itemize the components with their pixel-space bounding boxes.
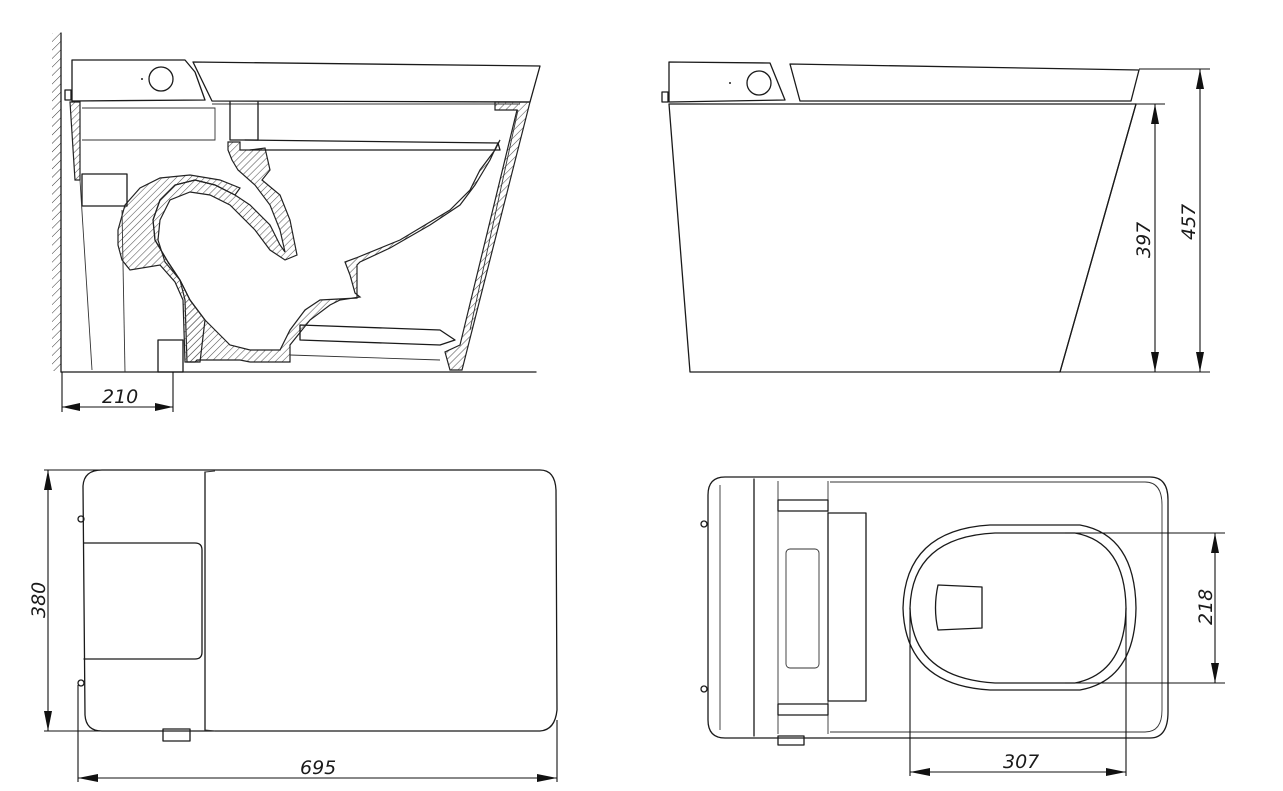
raised-lid (827, 512, 867, 702)
body-shell-right (444, 101, 531, 371)
hinge-bottom (777, 703, 829, 716)
drain-outlet (157, 339, 184, 373)
seat-ring (229, 101, 259, 141)
side-wall-bracket (661, 91, 669, 103)
open-hinge-top-icon (700, 520, 708, 528)
side-body-front-edge (1059, 103, 1137, 373)
side-tank-cover (668, 61, 786, 103)
trapway (152, 139, 501, 363)
side-view: 397 457 (661, 61, 1210, 373)
side-control-knob-icon (746, 70, 772, 96)
dimension-218: 218 (1065, 532, 1225, 684)
dimension-307: 307 (909, 608, 1127, 776)
dim-307-label: 307 (1003, 751, 1039, 773)
tank-rod (121, 209, 126, 373)
control-knob-icon (148, 66, 174, 92)
tank-lid-divider-tick-top (204, 470, 216, 473)
dimension-457: 457 (1139, 68, 1210, 372)
bowl-outer-rim (902, 524, 1137, 691)
raised-seat (785, 548, 820, 669)
section-view: 210 (52, 32, 541, 412)
indicator-dot-icon (141, 78, 143, 80)
tank-cover (71, 59, 206, 102)
tank-lid-divider-tick-bottom (204, 729, 216, 732)
dimension-695: 695 (77, 685, 558, 782)
hinge-bottom-icon (77, 679, 85, 687)
open-side-plug (777, 735, 805, 746)
dim-380-label: 380 (28, 582, 50, 618)
trap-outer-wall (117, 174, 241, 363)
body-front-left (79, 179, 93, 371)
hinge-top (777, 499, 829, 512)
open-hinge-bottom-icon (700, 685, 708, 693)
hinge-top-icon (77, 515, 85, 523)
wall-hatch (52, 33, 61, 371)
side-plug (162, 728, 191, 742)
dim-210-label: 210 (102, 386, 138, 408)
open-outline-inner (830, 481, 1163, 733)
open-outline (707, 476, 1169, 739)
control-panel (83, 542, 203, 660)
dimension-380: 380 (28, 469, 100, 732)
base-floor-gap (289, 354, 441, 361)
top-view-open: 218 307 (700, 476, 1225, 776)
body-inner-right (469, 109, 519, 331)
dimension-210: 210 (61, 372, 174, 412)
base-plate (299, 324, 456, 346)
tank-interior (82, 107, 216, 141)
dim-218-label: 218 (1195, 589, 1217, 625)
dim-457-label: 457 (1178, 204, 1200, 240)
bowl-inner-rim (909, 532, 1127, 684)
lid (192, 61, 541, 103)
dimension-397: 397 (1060, 103, 1210, 373)
side-lid (789, 63, 1140, 102)
dim-695-label: 695 (300, 757, 336, 779)
side-indicator-dot-icon (729, 82, 731, 84)
water-outlet (934, 584, 983, 631)
dim-397-label: 397 (1133, 222, 1155, 258)
body-shell-left (69, 101, 81, 181)
wall-bracket (64, 89, 72, 101)
bowl-rim (244, 139, 501, 151)
tank-valve (81, 173, 128, 207)
top-view: 380 695 (28, 469, 558, 782)
top-outline (82, 469, 558, 732)
side-body (668, 103, 1137, 373)
